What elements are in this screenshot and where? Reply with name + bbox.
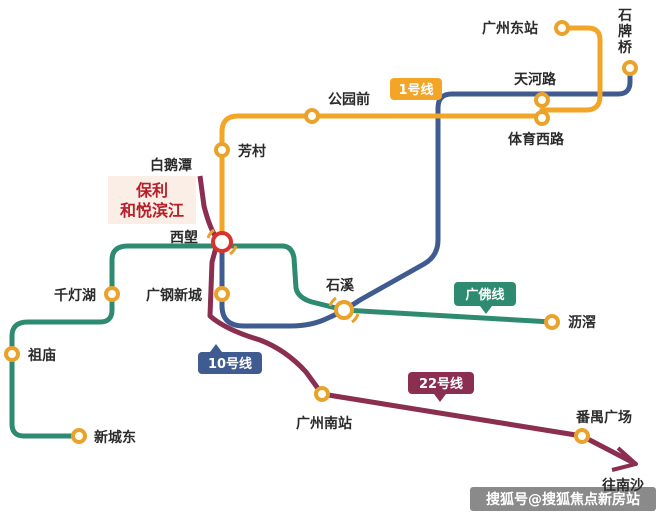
svg-text:搜狐号@搜狐焦点新房站: 搜狐号@搜狐焦点新房站 <box>486 491 640 508</box>
station-label-shipaiqiao-1: 石 <box>617 8 632 24</box>
station-label-tianhe-road: 天河路 <box>514 71 557 88</box>
station-dot-tianhe-road <box>534 92 550 108</box>
station-label-zumiao: 祖庙 <box>27 347 56 364</box>
station-label-xilang: 西塱 <box>170 229 198 246</box>
station-dot-fangcun <box>214 142 230 158</box>
station-label-fangcun: 芳村 <box>238 143 266 160</box>
xilang-hub <box>206 228 238 256</box>
station-dot-zumiao <box>4 346 20 362</box>
svg-text:22号线: 22号线 <box>419 376 463 392</box>
station-label-qiandenghu: 千灯湖 <box>54 287 96 304</box>
guangfo-line-track <box>9 243 553 439</box>
line-22-arrowhead <box>611 446 638 472</box>
station-dot-qiandenghu <box>104 286 120 302</box>
station-dot-guanggang <box>214 286 230 302</box>
project-name-line1: 保利 <box>135 181 168 200</box>
line-10-badge: 10号线 <box>198 344 262 374</box>
station-dot-panyu-square <box>574 428 590 444</box>
project-name-line2: 和悦滨江 <box>120 201 184 220</box>
station-dot-gongyuanqian <box>304 108 320 124</box>
station-dot-shipaiqiao <box>622 60 638 76</box>
station-label-guangzhou-east: 广州东站 <box>482 20 538 37</box>
svg-text:广佛线: 广佛线 <box>465 287 504 303</box>
svg-text:10号线: 10号线 <box>208 356 252 372</box>
station-dot-xinchengdong <box>71 428 87 444</box>
line-22-badge: 22号线 <box>408 372 474 402</box>
station-label-shixi: 石溪 <box>325 277 355 294</box>
station-label-gongyuanqian: 公园前 <box>328 91 370 108</box>
station-label-lijiao: 沥滘 <box>568 315 596 331</box>
station-label-panyu-square: 番禺广场 <box>575 409 632 426</box>
station-dot-lijiao <box>544 314 560 330</box>
line-10-track <box>219 68 633 329</box>
station-dot-guangzhou-south <box>314 386 330 402</box>
line-1-track <box>219 25 603 240</box>
guangfo-line-badge: 广佛线 <box>454 282 516 314</box>
station-dot-tiyu-xilu <box>534 110 550 126</box>
watermark: 搜狐号@搜狐焦点新房站 <box>470 487 656 511</box>
station-dot-guangzhou-east <box>554 20 570 36</box>
svg-text:1号线: 1号线 <box>398 82 433 98</box>
station-label-guanggang: 广钢新城 <box>146 287 202 304</box>
station-label-baietan: 白鹅潭 <box>150 157 192 174</box>
line-1-badge: 1号线 <box>390 78 442 100</box>
station-label-shipaiqiao-2: 牌 <box>618 23 632 40</box>
station-label-tiyu-xilu: 体育西路 <box>508 131 565 148</box>
station-label-xinchengdong: 新城东 <box>94 429 136 446</box>
shixi-hub <box>328 296 360 324</box>
line-22-track <box>197 175 634 465</box>
station-label-shipaiqiao-3: 桥 <box>618 39 633 56</box>
station-label-guangzhou-south: 广州南站 <box>296 415 352 432</box>
station-markers <box>4 20 638 444</box>
project-callout: 保利 和悦滨江 <box>108 176 196 224</box>
